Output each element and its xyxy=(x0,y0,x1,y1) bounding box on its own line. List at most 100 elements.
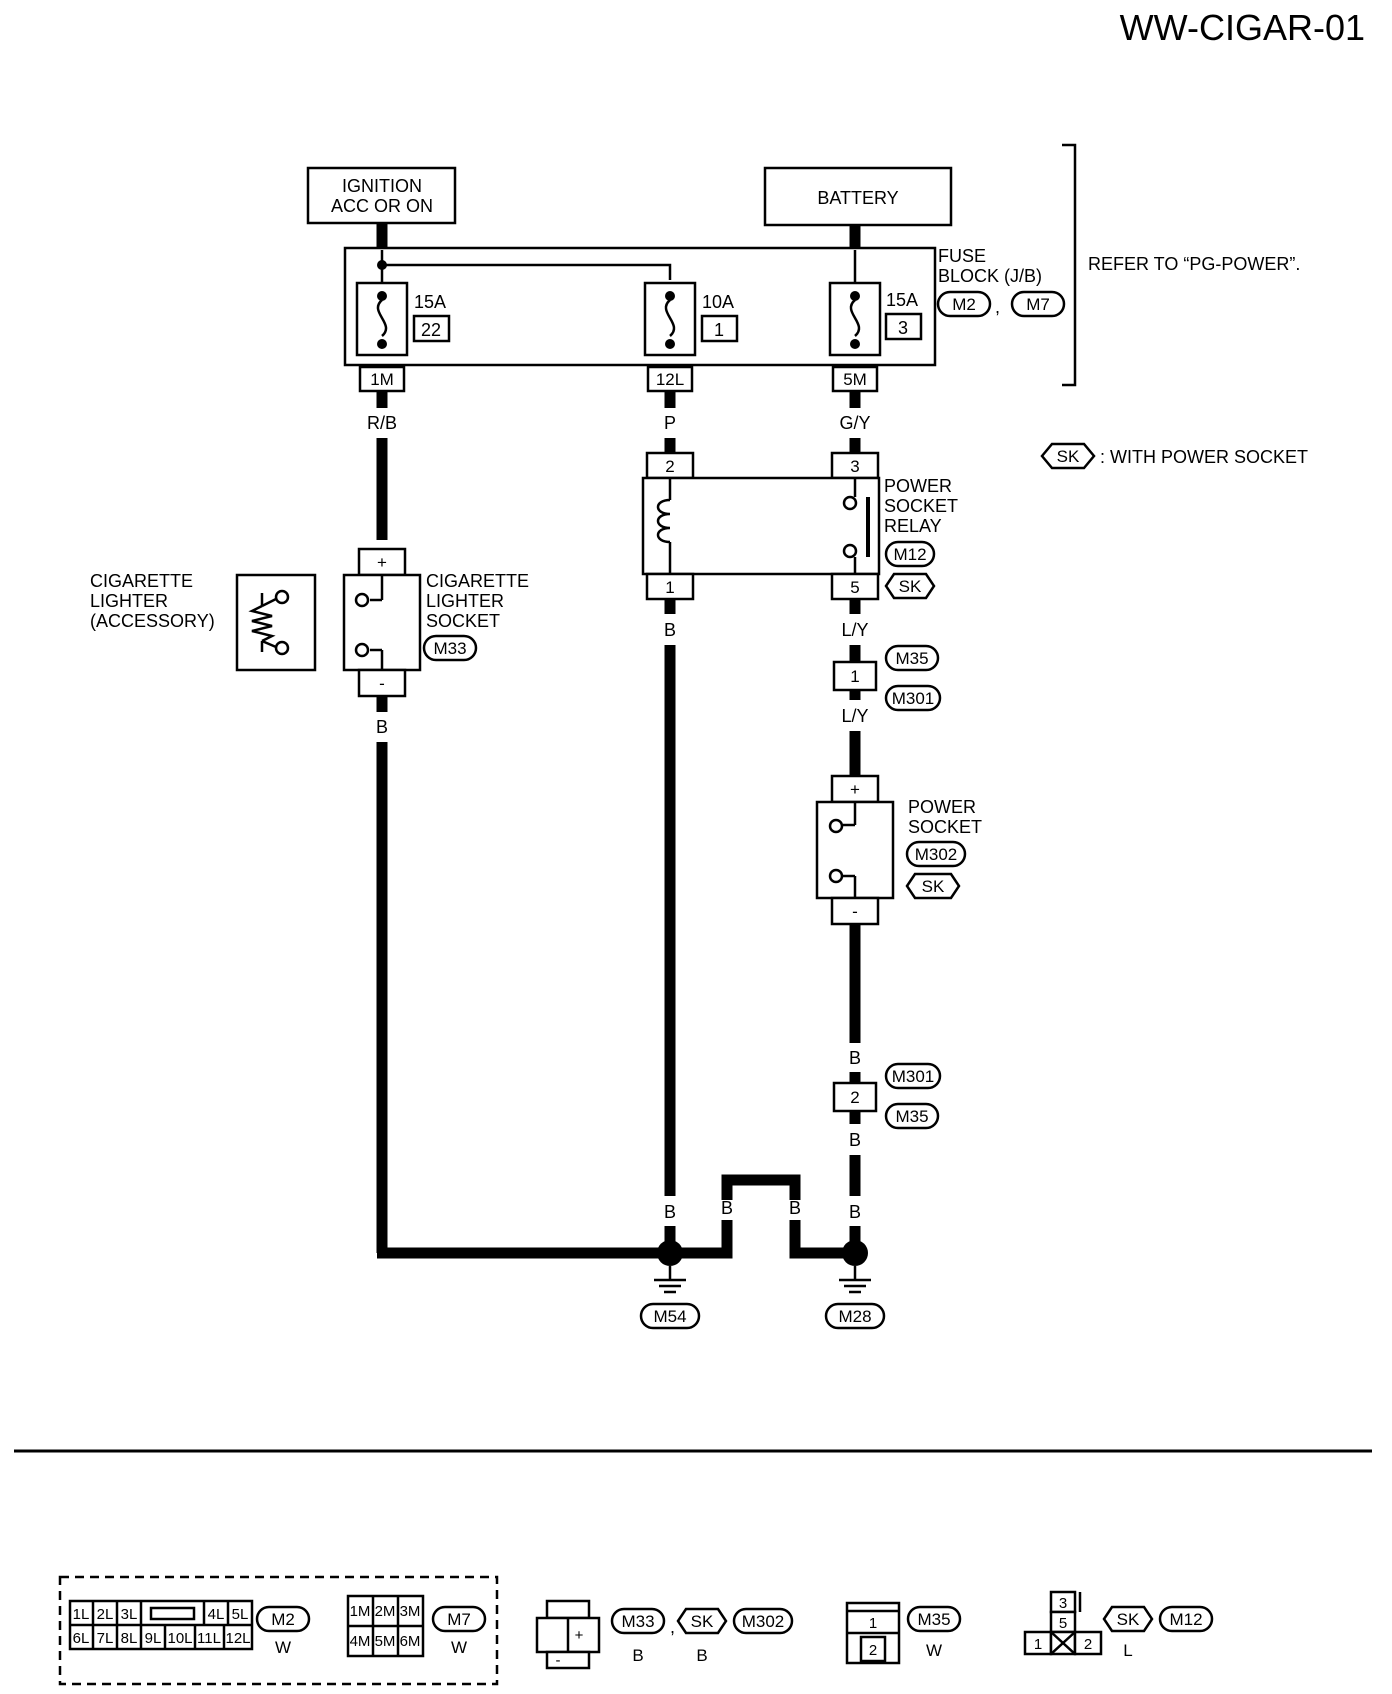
legend-tag: SK xyxy=(1057,447,1080,466)
svg-text:CIGARETTE: CIGARETTE xyxy=(426,571,529,591)
connector-view-fuse-block: 1L 2L 3L 4L 5L 6L 7L 8L 9L 10L 11L 12L M… xyxy=(58,1575,499,1686)
fuse-3-rating: 15A xyxy=(886,290,918,310)
ignition-source: IGNITION ACC OR ON xyxy=(306,166,457,225)
fuse-22: 15A 22 xyxy=(355,281,451,357)
power-socket-connector: M302 xyxy=(915,845,958,864)
svg-text:4M: 4M xyxy=(350,1633,371,1650)
connector-view-m33: + - M33 , SK M302 B B xyxy=(535,1599,794,1670)
relay-pin-3: 3 xyxy=(850,457,859,476)
svg-text:5: 5 xyxy=(1059,1615,1067,1632)
svg-text:2: 2 xyxy=(1084,1636,1092,1653)
joint1-connector-m35: M35 xyxy=(895,649,928,668)
legend-text: : WITH POWER SOCKET xyxy=(1100,447,1308,467)
svg-text:(ACCESSORY): (ACCESSORY) xyxy=(90,611,215,631)
joint2-connector-m35: M35 xyxy=(895,1107,928,1126)
legend: SK : WITH POWER SOCKET xyxy=(1040,442,1308,470)
svg-text:9L: 9L xyxy=(145,1630,162,1647)
fuse-block-connector-m2: M2 xyxy=(952,295,976,314)
relay-pin-2: 2 xyxy=(665,457,674,476)
joint-connector-1: 1 M35 M301 xyxy=(832,644,942,712)
svg-text:M2: M2 xyxy=(271,1610,295,1629)
svg-text:2M: 2M xyxy=(375,1603,396,1620)
svg-text:8L: 8L xyxy=(121,1630,138,1647)
svg-text:5L: 5L xyxy=(232,1606,249,1623)
svg-text:M28: M28 xyxy=(838,1307,871,1326)
svg-text:POWER: POWER xyxy=(908,797,976,817)
svg-text:11L: 11L xyxy=(197,1630,221,1647)
relay-label-2: SOCKET xyxy=(884,496,958,516)
diagram-title: WW-CIGAR-01 xyxy=(1120,7,1365,48)
fuse-1-rating: 10A xyxy=(702,292,734,312)
connector-view-m35: 1 2 M35 W xyxy=(845,1601,962,1665)
power-socket-plus: + xyxy=(850,780,860,799)
ground-b3-label: B xyxy=(789,1198,801,1218)
wire-color-ly2: L/Y xyxy=(841,706,868,726)
terminal-12l: 12L xyxy=(646,365,694,393)
relay-pin-1: 1 xyxy=(665,578,674,597)
svg-text:10L: 10L xyxy=(167,1630,192,1647)
ignition-label-1: IGNITION xyxy=(342,176,422,196)
relay-label-1: POWER xyxy=(884,476,952,496)
joint1-connector-m301: M301 xyxy=(892,689,935,708)
svg-text:M54: M54 xyxy=(653,1307,686,1326)
svg-text:7L: 7L xyxy=(97,1630,114,1647)
svg-text:3: 3 xyxy=(1059,1595,1067,1612)
svg-text:W: W xyxy=(275,1638,291,1657)
svg-text:12L: 12L xyxy=(225,1630,250,1647)
wire-color-gy: G/Y xyxy=(839,413,870,433)
svg-text:M302: M302 xyxy=(742,1612,785,1631)
lighter-socket-minus: - xyxy=(379,674,385,693)
wire-color-left-b: B xyxy=(376,717,388,737)
fuse-block-label-1: FUSE xyxy=(938,246,986,266)
svg-text:SOCKET: SOCKET xyxy=(426,611,500,631)
fuse-3: 15A 3 xyxy=(828,281,923,357)
svg-text:SOCKET: SOCKET xyxy=(908,817,982,837)
svg-text:CIGARETTE: CIGARETTE xyxy=(90,571,193,591)
svg-text:3L: 3L xyxy=(121,1606,138,1623)
terminal-5m: 5M xyxy=(831,365,879,393)
svg-text:2: 2 xyxy=(850,1088,859,1107)
ground-m28: M28 xyxy=(824,1240,886,1330)
svg-text:6L: 6L xyxy=(73,1630,90,1647)
fuse-1: 10A 1 xyxy=(643,281,739,357)
power-socket-tag: SK xyxy=(922,877,945,896)
svg-text:2L: 2L xyxy=(97,1606,114,1623)
wire-color-right-b2: B xyxy=(849,1130,861,1150)
wire-color-p: P xyxy=(664,413,676,433)
fuse-22-number: 22 xyxy=(421,320,441,340)
cigarette-lighter-socket: + - CIGARETTE LIGHTER SOCKET M33 xyxy=(342,547,529,698)
svg-text:M12: M12 xyxy=(1169,1610,1202,1629)
lighter-socket-plus: + xyxy=(377,553,387,572)
cigarette-lighter-accessory: CIGARETTE LIGHTER (ACCESSORY) xyxy=(90,571,317,672)
wire-color-right-b1: B xyxy=(849,1048,861,1068)
svg-text:6M: 6M xyxy=(400,1633,421,1650)
fuse-22-rating: 15A xyxy=(414,292,446,312)
fuse-block-label-2: BLOCK (J/B) xyxy=(938,266,1042,286)
svg-text:4L: 4L xyxy=(208,1606,225,1623)
svg-text:,: , xyxy=(670,1617,675,1637)
wire-color-mid-b: B xyxy=(664,620,676,640)
svg-text:LIGHTER: LIGHTER xyxy=(426,591,504,611)
power-socket: + - POWER SOCKET M302 SK xyxy=(815,774,982,926)
svg-text:W: W xyxy=(926,1641,942,1660)
svg-text:12L: 12L xyxy=(656,370,684,389)
wire-color-rb: R/B xyxy=(367,413,397,433)
svg-text:B: B xyxy=(696,1646,707,1665)
joint2-connector-m301: M301 xyxy=(892,1067,935,1086)
svg-text:SK: SK xyxy=(691,1612,714,1631)
svg-text:M35: M35 xyxy=(917,1610,950,1629)
wire-color-ly1: L/Y xyxy=(841,620,868,640)
svg-text:L: L xyxy=(1123,1641,1132,1660)
ground-m54: M54 xyxy=(639,1240,701,1330)
ground-b2-label: B xyxy=(721,1198,733,1218)
svg-text:5M: 5M xyxy=(375,1633,396,1650)
reference-text: REFER TO “PG-POWER”. xyxy=(1088,254,1300,274)
svg-text:SK: SK xyxy=(1117,1610,1140,1629)
svg-text:3M: 3M xyxy=(400,1603,421,1620)
connector-view-m12: 3 5 1 2 SK M12 L xyxy=(1023,1590,1214,1660)
svg-text:W: W xyxy=(451,1638,467,1657)
svg-text:1: 1 xyxy=(1034,1636,1042,1653)
svg-text:-: - xyxy=(556,1652,561,1669)
fuse-1-number: 1 xyxy=(714,320,724,340)
